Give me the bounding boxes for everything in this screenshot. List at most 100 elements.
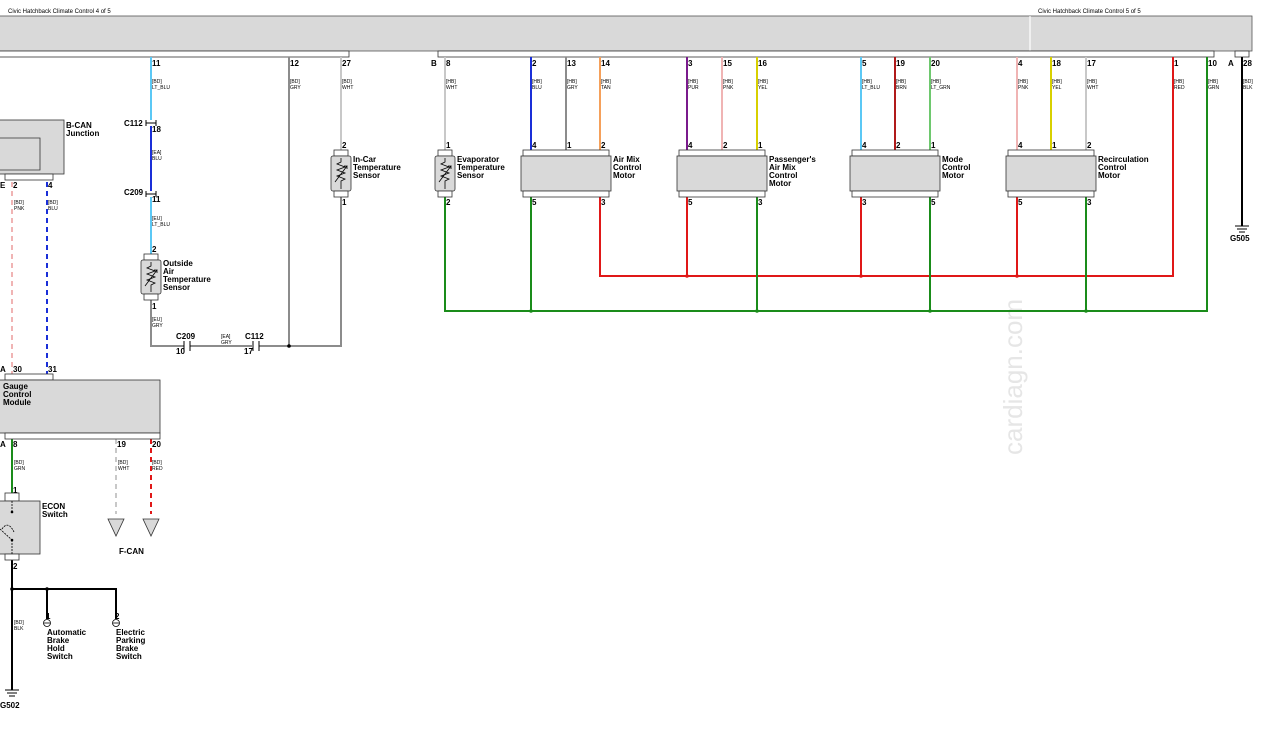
label-line: Switch <box>116 652 142 661</box>
pin-pam-3: 3 <box>758 198 763 207</box>
wire-blk-epb <box>47 588 117 619</box>
wl-bd-pnk: [BD]PNK <box>14 200 25 212</box>
pin-gcm-19: 19 <box>117 440 126 449</box>
wl-hb-pnk2: [HB]PNK <box>1018 79 1029 91</box>
wl-hb-gry: [HB]GRY <box>567 79 578 91</box>
svg-text:BLK: BLK <box>1243 85 1253 91</box>
wire-grn-bus <box>444 57 1208 312</box>
pin-econ-1: 1 <box>13 486 18 495</box>
svg-text:[BD]: [BD] <box>14 620 24 626</box>
svg-text:PNK: PNK <box>1018 85 1029 91</box>
pin-mcm-5: 5 <box>931 198 936 207</box>
svg-text:WHT: WHT <box>342 85 353 91</box>
pin-pam-4: 4 <box>688 141 693 150</box>
wl-hb-brn: [HB]BRN <box>896 79 907 91</box>
econ-switch <box>0 492 41 561</box>
label-line: Motor <box>613 171 635 180</box>
wl-bd-gry: [BD]GRY <box>290 79 301 91</box>
pin-amm-1: 1 <box>567 141 572 150</box>
label-line: B-CAN <box>66 121 92 130</box>
wl-hb-yel: [HB]YEL <box>758 79 768 91</box>
label-line: Brake <box>116 644 139 653</box>
svg-text:YEL: YEL <box>1052 85 1062 91</box>
header-left-title: Civic Hatchback Climate Control 4 of 5 <box>8 9 111 15</box>
pin-28: 28 <box>1243 59 1252 68</box>
pin-mcm-4: 4 <box>862 141 867 150</box>
wl-bd-blk2: [BD]BLK <box>14 620 24 632</box>
wl-hb-tan: [HB]TAN <box>601 79 611 91</box>
pin-c112-17: 17 <box>244 347 253 356</box>
pin-rcm-1: 1 <box>1052 141 1057 150</box>
connector-c209-top <box>145 191 157 197</box>
pin-c209-11: 11 <box>152 195 161 204</box>
svg-text:[EU]: [EU] <box>152 317 162 323</box>
label-line: Sensor <box>163 283 190 292</box>
b-can-junction <box>0 119 65 181</box>
pin-pam-2: 2 <box>723 141 728 150</box>
header-connector-left <box>0 50 350 58</box>
svg-text:[HB]: [HB] <box>601 79 611 85</box>
pin-oat-2: 2 <box>152 245 157 254</box>
pin-18: 18 <box>1052 59 1061 68</box>
svg-text:[BD]: [BD] <box>14 200 24 206</box>
wire-gry-return <box>259 197 342 347</box>
outside-air-temp-sensor <box>140 253 162 301</box>
wl-bd-wht2: [BD]WHT <box>118 460 129 472</box>
label-line: Motor <box>942 171 964 180</box>
wl-hb-red: [HB]RED <box>1174 79 1185 91</box>
pin-epb-2: 2 <box>115 612 120 621</box>
connector-c112-top <box>145 120 157 126</box>
pin-4: 4 <box>1018 59 1023 68</box>
label-line: Air Mix <box>613 155 640 164</box>
svg-text:LT_BLU: LT_BLU <box>862 85 880 91</box>
connector-c112-bottom <box>252 341 260 351</box>
svg-text:[HB]: [HB] <box>896 79 906 85</box>
svg-text:[HB]: [HB] <box>1208 79 1218 85</box>
svg-text:[HB]: [HB] <box>1174 79 1184 85</box>
svg-text:[HB]: [HB] <box>862 79 872 85</box>
svg-text:[HB]: [HB] <box>758 79 768 85</box>
label-line: Parking <box>116 636 145 645</box>
pin-19: 19 <box>896 59 905 68</box>
label-line: Switch <box>42 510 68 519</box>
svg-text:YEL: YEL <box>758 85 768 91</box>
label-line: Temperature <box>353 163 401 172</box>
pin-20: 20 <box>931 59 940 68</box>
svg-text:[HB]: [HB] <box>1087 79 1097 85</box>
label-line: Electric <box>116 628 145 637</box>
pin-c209-10: 10 <box>176 347 185 356</box>
wire-labels: [BD]LT_BLU [BD]GRY [BD]WHT [EA]BLU [EU]L… <box>14 79 1253 632</box>
label-line: Control <box>1098 163 1126 172</box>
pin-gcm-31: 31 <box>48 365 57 374</box>
label-f-can: F-CAN <box>119 547 144 556</box>
pin-10: 10 <box>1208 59 1217 68</box>
svg-text:[BD]: [BD] <box>1243 79 1253 85</box>
connector-c112-bottom-label: C112 <box>245 332 264 341</box>
svg-text:WHT: WHT <box>1087 85 1098 91</box>
pin-econ-2: 2 <box>13 562 18 571</box>
svg-text:BLU: BLU <box>152 156 162 162</box>
pin-gcm-30: 30 <box>13 365 22 374</box>
svg-text:TAN: TAN <box>601 85 611 91</box>
svg-text:[BD]: [BD] <box>118 460 128 466</box>
label-line: ECON <box>42 502 65 511</box>
svg-text:BLK: BLK <box>14 626 24 632</box>
watermark: cardiagn.com <box>998 299 1028 455</box>
label-line: Sensor <box>353 171 380 180</box>
header-connector-middle <box>437 50 1215 58</box>
svg-text:[HB]: [HB] <box>567 79 577 85</box>
svg-text:GRY: GRY <box>567 85 578 91</box>
pin-gcm-8: 8 <box>13 440 18 449</box>
pin-amm-4: 4 <box>532 141 537 150</box>
ground-g502-symbol <box>5 689 19 697</box>
ground-g505-symbol <box>1235 225 1249 233</box>
svg-text:LT_BLU: LT_BLU <box>152 85 170 91</box>
